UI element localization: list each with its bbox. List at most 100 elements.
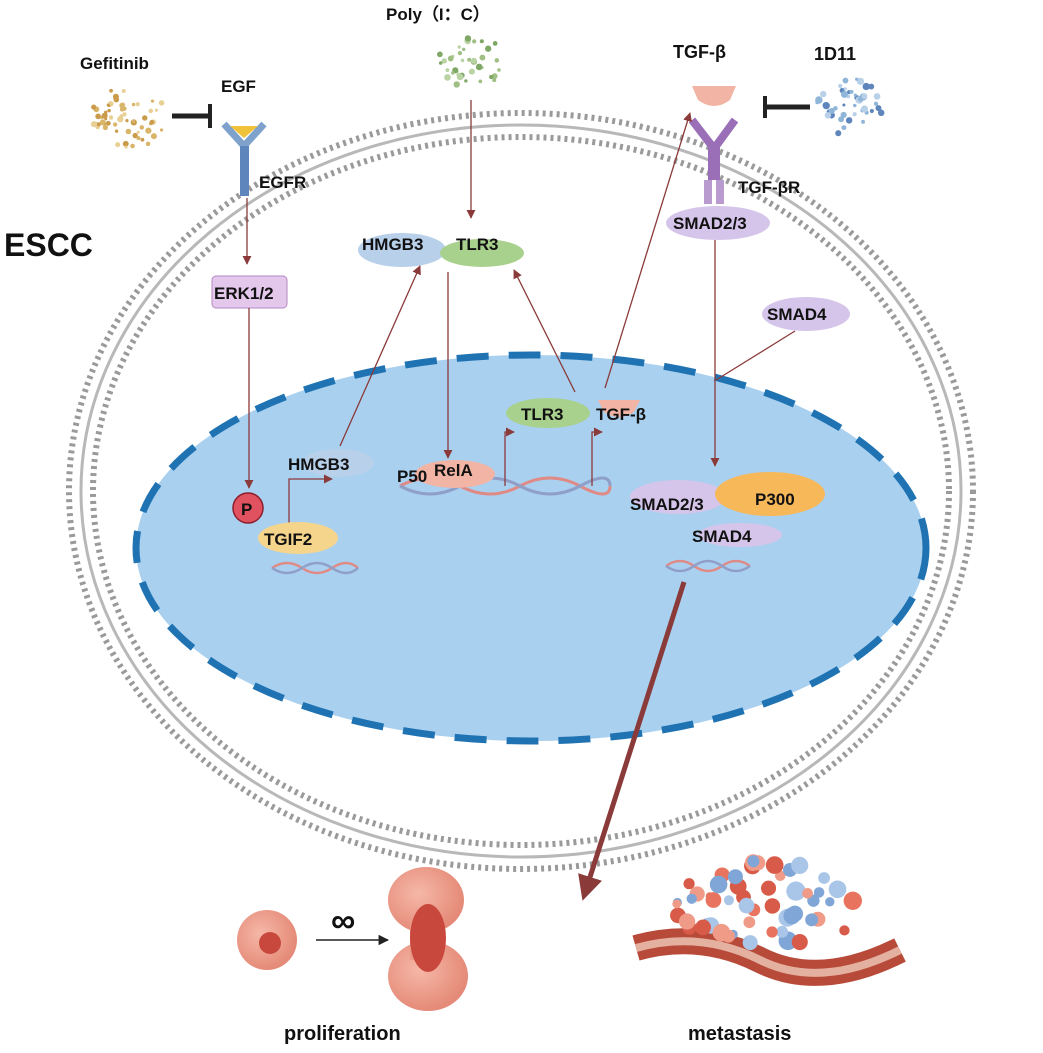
particle [139, 125, 145, 130]
particle [470, 57, 477, 64]
particle [479, 39, 484, 44]
particle [122, 140, 129, 147]
particle [842, 103, 846, 107]
particle [445, 68, 450, 72]
particle [95, 113, 101, 120]
particle [875, 105, 882, 112]
particle [149, 119, 155, 125]
particle [822, 102, 830, 110]
particle [145, 141, 151, 147]
particle [849, 89, 854, 94]
smad4-nuclear [698, 523, 782, 547]
p50-rela-complex [415, 460, 495, 488]
particle [158, 100, 165, 106]
particle [813, 887, 825, 898]
particle [497, 68, 501, 72]
particle [841, 125, 847, 131]
particle [464, 79, 468, 83]
particle [791, 856, 809, 875]
particle [102, 124, 109, 131]
particle [494, 58, 500, 63]
particle [672, 899, 682, 909]
particle [839, 925, 850, 936]
particle [783, 907, 801, 925]
particle [852, 112, 857, 117]
particle [838, 83, 843, 89]
particle [117, 116, 124, 123]
proliferation-label: proliferation [284, 1023, 401, 1045]
particle [467, 57, 472, 62]
particle [454, 69, 459, 73]
metastasis-vessel [632, 928, 906, 986]
particle [492, 78, 497, 83]
particle [114, 129, 119, 133]
particle [705, 892, 722, 908]
metastasis-tumor [670, 854, 862, 951]
particle [447, 55, 454, 62]
particle [154, 108, 158, 112]
particle [820, 90, 827, 98]
arrow-tgfb-secreted [604, 112, 692, 389]
particle [678, 913, 696, 930]
particle [457, 45, 461, 49]
particle [845, 117, 853, 124]
particle [683, 878, 695, 890]
particle [145, 127, 152, 134]
particle [843, 891, 862, 910]
particle [441, 58, 447, 64]
particle [786, 881, 806, 901]
hmgb3-nuclear [302, 449, 374, 477]
particle [99, 119, 106, 126]
particle [873, 101, 879, 106]
smad4-nuclear-label: SMAD4 [692, 527, 752, 546]
p300-protein [715, 472, 825, 516]
particle [828, 107, 835, 114]
particle [112, 122, 118, 127]
egfr-label: EGFR [259, 173, 306, 192]
gefitinib-label: Gefitinib [80, 54, 149, 73]
tgfb-ligand [692, 86, 736, 106]
proliferation-cell-dividing [388, 867, 468, 1011]
particle [132, 132, 138, 139]
particle [742, 935, 758, 951]
particle [695, 919, 711, 936]
particle [723, 895, 734, 906]
d11-label: 1D11 [814, 44, 856, 64]
particle [159, 128, 164, 132]
tgfb-nuclear-ligand [598, 400, 640, 417]
particle [460, 58, 465, 63]
particle [862, 82, 870, 91]
smad23-cytoplasm-label: SMAD2/3 [673, 214, 747, 233]
particle [709, 875, 728, 894]
metastasis-label: metastasis [688, 1023, 791, 1045]
tgfbr-receptor [688, 117, 739, 204]
proliferation-cell-single [237, 910, 297, 970]
tlr3-membrane-label: TLR3 [456, 235, 499, 254]
particle [437, 51, 443, 58]
particle [113, 96, 120, 103]
tgfb-nuclear-label: TGF-β [596, 405, 646, 424]
particle [150, 133, 157, 140]
particle [472, 39, 477, 44]
hmgb3-membrane-label: HMGB3 [362, 235, 423, 254]
particle [873, 93, 881, 100]
particle [101, 112, 108, 119]
particle [791, 934, 808, 951]
particle [468, 68, 475, 75]
particle [124, 145, 128, 149]
particle [828, 880, 847, 899]
arrow-promoter-tgfb [591, 427, 603, 486]
particle [877, 109, 885, 117]
particle [833, 106, 838, 111]
particle [869, 108, 874, 114]
particle [479, 54, 486, 61]
particle [815, 100, 819, 105]
particle [464, 35, 472, 42]
particle [444, 74, 451, 81]
egf-label: EGF [221, 77, 256, 96]
phospho-label: P [241, 500, 252, 519]
smad23-nuclear [630, 480, 726, 514]
particle [747, 855, 760, 868]
particle [818, 872, 830, 884]
